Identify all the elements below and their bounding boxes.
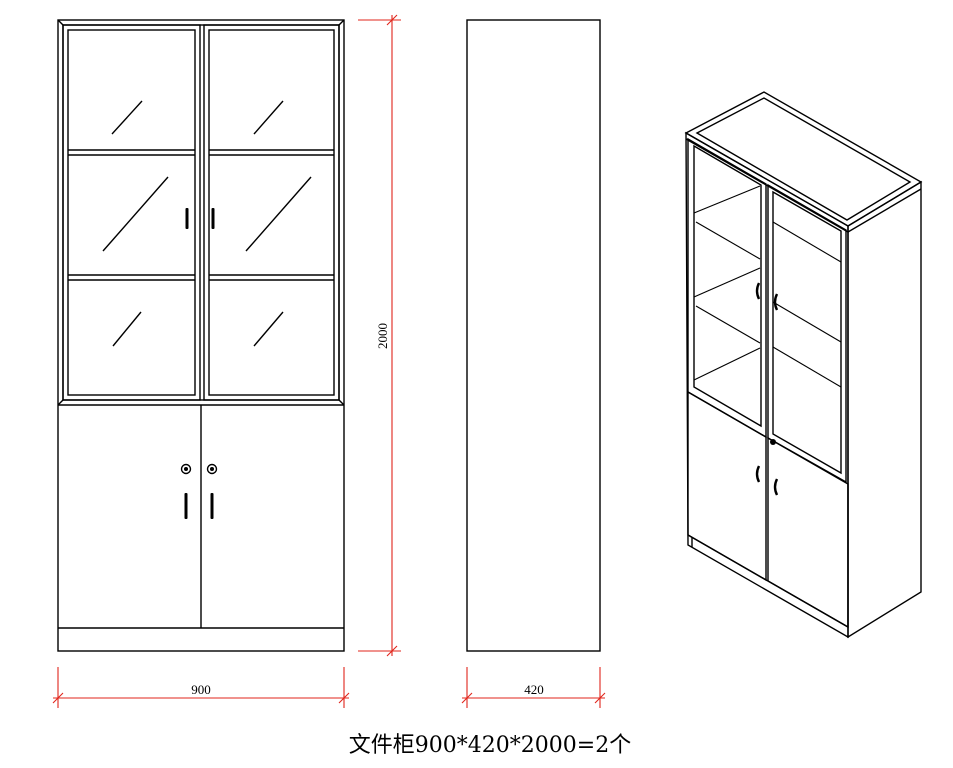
iso-left-lower-door (687, 390, 767, 582)
iso-front-face (685, 131, 849, 639)
iso-right-door-glass (772, 190, 842, 475)
height-dimension (358, 14, 401, 657)
lower-door-section (180, 405, 218, 628)
iso-shelf-edge (693, 185, 761, 214)
depth-tick-right (594, 692, 606, 704)
iso-top-face-inner (695, 97, 912, 221)
iso-shelf-edge (693, 347, 761, 381)
front-view (57, 19, 345, 652)
iso-lower-doors (687, 390, 849, 629)
width-tick-right (338, 692, 350, 704)
depth-dimension (461, 667, 606, 708)
bevel-bottom-right (338, 399, 345, 406)
glass-reflection (253, 100, 284, 135)
right-door-glass (208, 29, 335, 396)
height-tick-top (386, 14, 398, 26)
side-view (466, 19, 601, 652)
depth-dimension-label: 420 (524, 682, 544, 697)
left-lock-core (184, 467, 188, 471)
width-tick-left (52, 692, 64, 704)
left-lower-door-handle (184, 493, 188, 519)
iso-shelf-edge (772, 301, 842, 343)
left-lock-icon (180, 463, 192, 475)
iso-right-side-face (847, 180, 922, 639)
glass-reflection (245, 176, 312, 252)
iso-left-interior (693, 185, 761, 381)
width-dimension-label: 900 (191, 682, 211, 697)
iso-right-lower-door (767, 436, 849, 629)
upper-glass-section (57, 19, 345, 406)
iso-left-lower-handle (755, 465, 761, 483)
height-dimension-label: 2000 (375, 323, 390, 349)
iso-right-glass-door (767, 183, 847, 484)
iso-top-board-side-edge (847, 188, 922, 233)
right-door-frame (203, 24, 340, 401)
iso-left-glass-door (687, 137, 767, 439)
upper-frame-inner (62, 24, 340, 401)
right-lower-door-handle (210, 493, 214, 519)
left-door-glass (67, 29, 196, 396)
glass-reflection (112, 311, 142, 347)
iso-left-upper-handle (755, 282, 761, 300)
bevel-bottom-left (57, 399, 64, 406)
iso-shelf-edge (695, 305, 761, 344)
right-glass-door (203, 24, 340, 401)
iso-left-door-glass (693, 144, 762, 428)
left-upper-door-handle (185, 208, 189, 229)
bevel-top-right (338, 19, 345, 26)
iso-top-board-front-edge (685, 138, 849, 233)
right-lock-core (210, 467, 214, 471)
iso-right-door-frame (767, 183, 847, 484)
iso-lock-icon (770, 439, 776, 445)
bevel-top-left (57, 19, 64, 26)
iso-right-interior (772, 221, 842, 388)
drawing-caption: 文件柜900*420*2000=2个 (349, 733, 631, 758)
left-door-frame (62, 24, 201, 401)
iso-shelf-edge (772, 221, 842, 263)
iso-shelf-edge (695, 221, 761, 260)
depth-tick-left (461, 692, 473, 704)
iso-shelf-edge (693, 267, 761, 298)
iso-right-upper-handle (773, 293, 779, 311)
glass-reflection (253, 311, 284, 347)
front-body-outline (57, 19, 345, 652)
left-glass-door (62, 24, 201, 401)
right-lock-icon (206, 463, 218, 475)
iso-right-lower-handle (773, 478, 779, 496)
right-upper-door-handle (211, 208, 215, 229)
glass-reflection (111, 100, 143, 135)
iso-left-door-frame (687, 137, 767, 439)
height-tick-bottom (386, 645, 398, 657)
isometric-view (684, 91, 923, 639)
side-body-outline (466, 19, 601, 652)
glass-reflection (102, 176, 169, 252)
iso-shelf-edge (772, 346, 842, 388)
width-dimension (52, 667, 350, 708)
